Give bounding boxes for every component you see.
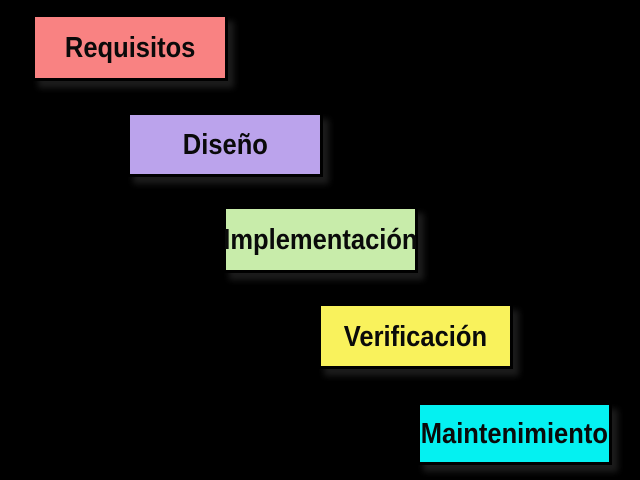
step-implementacion: Implementación — [223, 206, 418, 273]
step-requisitos-label: Requisitos — [64, 32, 196, 64]
step-requisitos: Requisitos — [32, 14, 228, 81]
step-verificacion: Verificación — [318, 303, 513, 369]
step-verificacion-label: Verificación — [343, 320, 488, 353]
step-diseno-label: Diseño — [182, 129, 268, 161]
step-maintenimiento-label: Maintenimiento — [420, 418, 609, 450]
step-maintenimiento: Maintenimiento — [417, 402, 612, 465]
step-implementacion-label: Implementación — [223, 224, 418, 256]
step-diseno: Diseño — [127, 112, 323, 177]
